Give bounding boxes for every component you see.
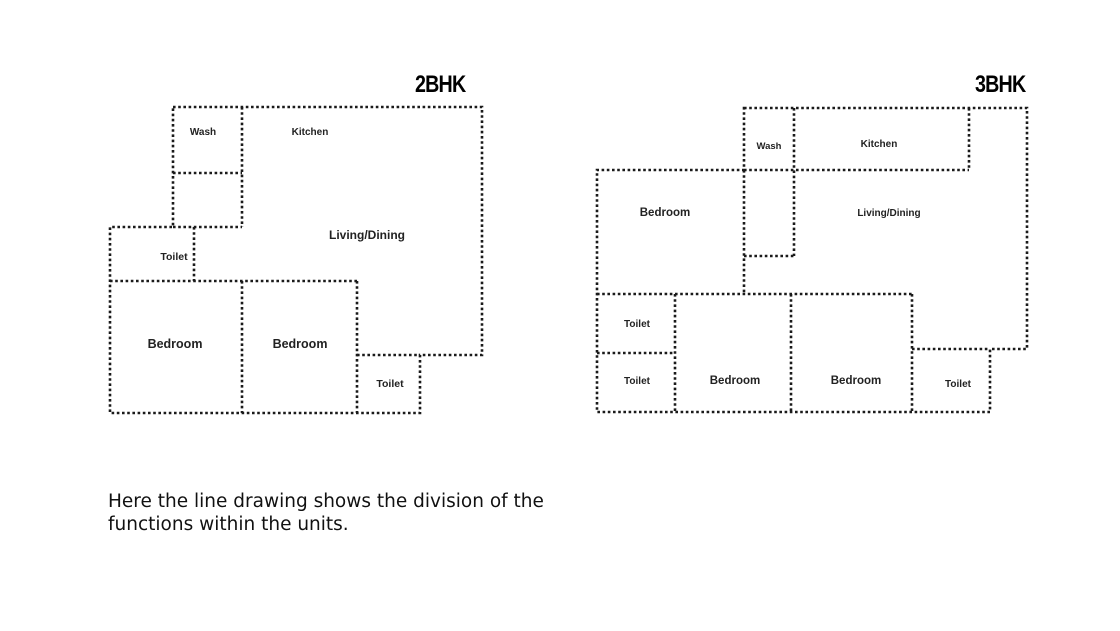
- room-label-toilet: Toilet: [945, 379, 972, 390]
- floor-plan-3bhk: [595, 106, 1029, 414]
- room-label-kitchen: Kitchen: [292, 127, 329, 138]
- room-labels-2bhk: Wash Kitchen Living/Dining Toilet Bedroo…: [148, 127, 405, 390]
- room-label-wash: Wash: [190, 127, 216, 138]
- caption-line-2: functions within the units.: [108, 514, 349, 535]
- room-label-living-dining: Living/Dining: [329, 228, 405, 242]
- room-label-toilet: Toilet: [376, 378, 404, 390]
- plan-title-2bhk: 2BHK: [414, 71, 466, 98]
- room-label-bedroom: Bedroom: [148, 337, 203, 351]
- plan-outline-2bhk: [108, 105, 484, 415]
- room-label-bedroom: Bedroom: [640, 207, 690, 219]
- plan-outline-3bhk: [595, 106, 1029, 414]
- room-label-bedroom: Bedroom: [831, 375, 881, 387]
- room-label-living-dining: Living/Dining: [857, 208, 920, 219]
- room-label-toilet: Toilet: [624, 319, 651, 330]
- room-label-wash: Wash: [757, 141, 782, 152]
- room-label-toilet: Toilet: [624, 376, 651, 387]
- room-label-bedroom: Bedroom: [273, 337, 328, 351]
- floor-plan-2bhk: [108, 105, 484, 415]
- room-label-bedroom: Bedroom: [710, 375, 760, 387]
- room-label-toilet: Toilet: [160, 251, 188, 263]
- caption: Here the line drawing shows the division…: [108, 490, 568, 536]
- room-label-kitchen: Kitchen: [861, 139, 898, 150]
- caption-line-1: Here the line drawing shows the division…: [108, 491, 544, 512]
- room-labels-3bhk: Wash Kitchen Bedroom Living/Dining Toile…: [624, 139, 972, 390]
- plan-title-3bhk: 3BHK: [974, 71, 1026, 98]
